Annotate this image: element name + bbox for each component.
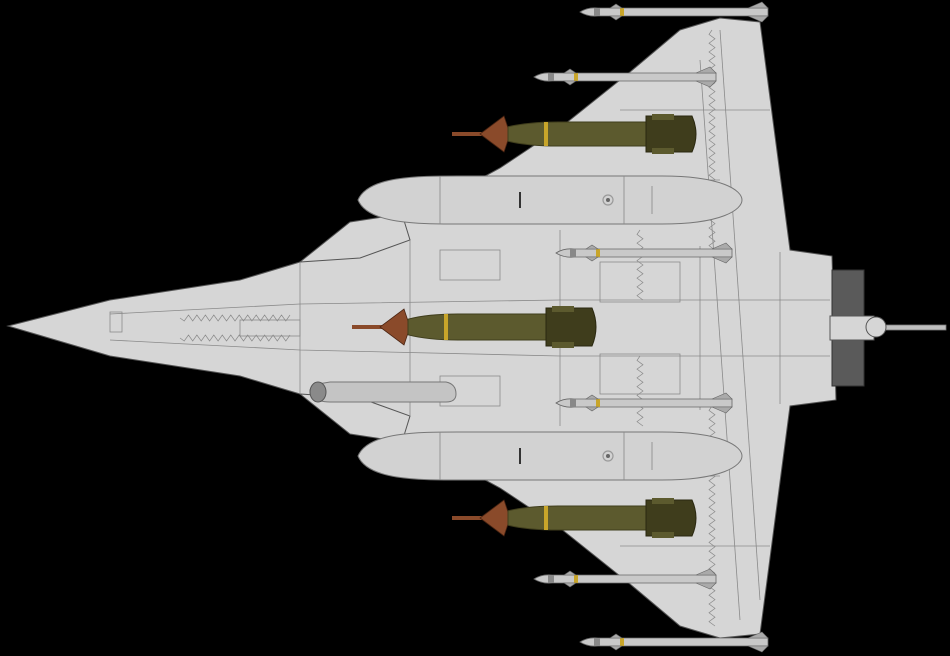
fuselage-missile-lower: [555, 392, 733, 414]
wing-missile-upper: [533, 66, 717, 88]
drop-tank-lower: [357, 431, 743, 481]
wing-bomb-lower: [452, 498, 697, 538]
wing-bomb-upper: [452, 114, 697, 154]
tail-probe-fairing: [865, 316, 887, 338]
wing-missile-lower: [533, 568, 717, 590]
fuselage-missile-upper: [555, 242, 733, 264]
canard-upper: [298, 213, 411, 263]
tip-missile-lower: [579, 631, 769, 653]
tip-missile-upper: [579, 1, 769, 23]
targeting-pod: [309, 381, 457, 403]
drop-tank-upper: [357, 175, 743, 225]
panel-lines: [109, 29, 830, 621]
stores: [309, 1, 769, 653]
centerline-bomb: [352, 306, 597, 348]
